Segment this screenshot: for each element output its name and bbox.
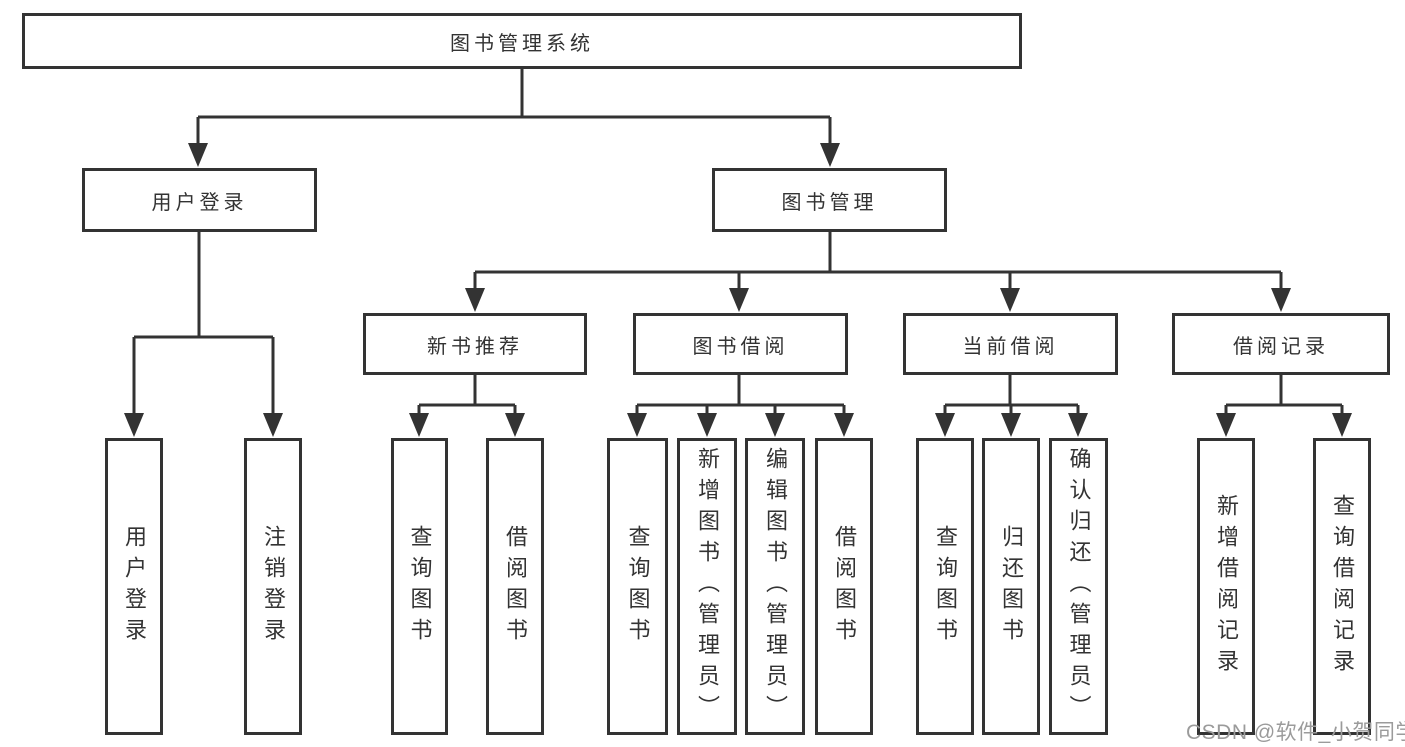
- csdn-watermark: CSDN @软件_小贺同学: [1186, 721, 1405, 744]
- arrow-down-icon: [1001, 413, 1021, 437]
- leaf-borrow-add-books-admin: 新增图书（管理员）: [677, 438, 737, 735]
- leaf-records-add-record: 新增借阅记录: [1197, 438, 1255, 735]
- arrow-down-icon: [1000, 288, 1020, 312]
- node-root-system: 图书管理系统: [22, 13, 1022, 69]
- arrow-down-icon: [765, 413, 785, 437]
- leaf-records-query-record: 查询借阅记录: [1313, 438, 1371, 735]
- arrow-down-icon: [935, 413, 955, 437]
- leaf-recommend-borrow-books: 借阅图书: [486, 438, 544, 735]
- arrow-down-icon: [820, 143, 840, 167]
- node-current-borrow: 当前借阅: [903, 313, 1118, 375]
- leaf-recommend-query-books: 查询图书: [391, 438, 448, 735]
- leaf-user-login: 用户登录: [105, 438, 163, 735]
- arrow-down-icon: [1216, 413, 1236, 437]
- arrow-down-icon: [834, 413, 854, 437]
- edge-user-login-to-leaves: [132, 232, 275, 416]
- arrow-down-icon: [729, 288, 749, 312]
- node-book-management: 图书管理: [712, 168, 947, 232]
- arrow-down-icon: [1332, 413, 1352, 437]
- arrow-down-icon: [697, 413, 717, 437]
- arrow-down-icon: [263, 413, 283, 437]
- leaf-borrow-edit-books-admin: 编辑图书（管理员）: [745, 438, 805, 735]
- arrow-down-icon: [1271, 288, 1291, 312]
- arrow-down-icon: [1068, 413, 1088, 437]
- edge-book-borrow-to-leaves: [635, 375, 846, 416]
- node-user-login: 用户登录: [82, 168, 317, 232]
- node-borrow-records: 借阅记录: [1172, 313, 1390, 375]
- edge-root-to-level2: [196, 69, 832, 146]
- arrow-down-icon: [465, 288, 485, 312]
- edge-book-mgmt-to-level3: [473, 232, 1283, 291]
- edge-borrow-records-to-leaves: [1224, 375, 1344, 416]
- leaf-current-return-books: 归还图书: [982, 438, 1040, 735]
- edge-new-book-rec-to-leaves: [417, 375, 517, 416]
- leaf-borrow-query-books: 查询图书: [607, 438, 668, 735]
- leaf-current-confirm-return-admin: 确认归还（管理员）: [1049, 438, 1108, 735]
- arrow-down-icon: [409, 413, 429, 437]
- arrow-down-icon: [505, 413, 525, 437]
- arrow-down-icon: [124, 413, 144, 437]
- leaf-borrow-borrow-books: 借阅图书: [815, 438, 873, 735]
- node-new-book-recommend: 新书推荐: [363, 313, 587, 375]
- edge-current-borrow-to-leaves: [943, 375, 1080, 416]
- arrow-down-icon: [188, 143, 208, 167]
- leaf-current-query-books: 查询图书: [916, 438, 974, 735]
- node-book-borrow: 图书借阅: [633, 313, 848, 375]
- arrow-down-icon: [627, 413, 647, 437]
- leaf-logout: 注销登录: [244, 438, 302, 735]
